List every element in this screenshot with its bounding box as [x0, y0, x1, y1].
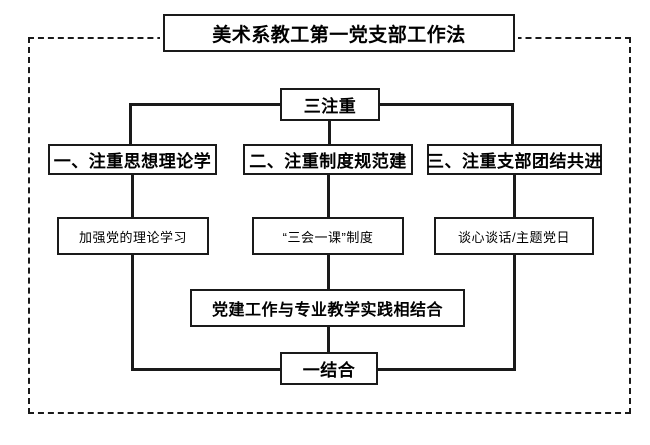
- node-branch-2[interactable]: 二、注重制度规范建: [243, 144, 413, 175]
- connector-to-branch-1: [129, 103, 132, 145]
- connector-practice-to-combine: [327, 326, 330, 354]
- connector-bus-left: [129, 103, 282, 106]
- node-detail-1[interactable]: 加强党的理论学习: [57, 217, 209, 255]
- connector-branch3-to-detail3: [513, 174, 516, 218]
- node-one-combine[interactable]: 一结合: [280, 352, 378, 385]
- node-title-box[interactable]: 美术系教工第一党支部工作法: [163, 14, 515, 52]
- connector-bus-right: [378, 103, 514, 106]
- connector-detail2-to-practice: [327, 255, 330, 290]
- node-detail-3[interactable]: 谈心谈话/主题党日: [434, 217, 594, 255]
- node-detail-2[interactable]: “三会一课”制度: [252, 217, 404, 255]
- connector-branch2-to-detail2: [327, 174, 330, 218]
- node-practice[interactable]: 党建工作与专业教学实践相结合: [190, 289, 465, 327]
- connector-to-branch-3: [511, 103, 514, 145]
- node-three-focus[interactable]: 三注重: [280, 88, 380, 121]
- connector-left-rail-vertical: [131, 255, 134, 371]
- node-branch-3[interactable]: 三、注重支部团结共进: [427, 144, 602, 175]
- connector-right-rail-horizontal: [378, 368, 516, 371]
- connector-branch1-to-detail1: [131, 174, 134, 218]
- connector-left-rail-horizontal: [131, 368, 282, 371]
- connector-to-branch-2: [328, 120, 331, 145]
- node-branch-1[interactable]: 一、注重思想理论学: [48, 144, 217, 175]
- connector-right-rail-vertical: [513, 255, 516, 371]
